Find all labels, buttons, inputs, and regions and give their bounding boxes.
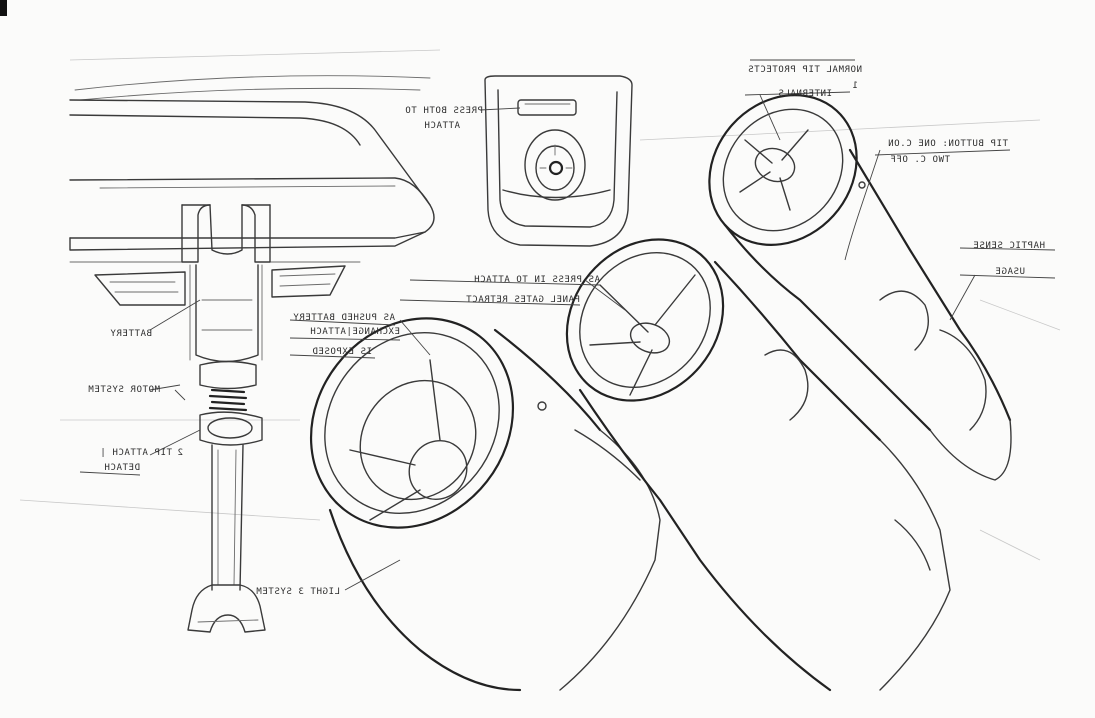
note-press-both-line2: ATTACH bbox=[424, 121, 460, 131]
callout-number-one: 1 bbox=[852, 81, 858, 91]
note-motor-system: MOTOR SYSTEM bbox=[88, 385, 160, 395]
corner-mark bbox=[0, 0, 7, 16]
brush-head-large-sketch bbox=[309, 317, 661, 692]
charging-base-sketch bbox=[69, 75, 435, 306]
note-haptic-line2: USAGE bbox=[995, 267, 1025, 277]
note-tip-attach-line2: DETACH bbox=[104, 463, 140, 473]
brush-head-small-sketch bbox=[708, 94, 1012, 481]
note-haptic-line1: HAPTIC SENSE bbox=[973, 241, 1045, 251]
note-battery: BATTERY bbox=[110, 329, 152, 339]
dock-connector-sketch bbox=[484, 75, 633, 247]
note-press-in-line2: PANEL GATES RETRACT bbox=[466, 295, 580, 305]
note-tip-button-line1: TIP BUTTON: ONE C.ON bbox=[888, 139, 1008, 149]
note-as-pushed-line3: IS EXPOSED bbox=[312, 347, 372, 357]
note-as-pushed-line2: EXCHANGE|ATTACH bbox=[310, 327, 400, 337]
note-press-in-line1: AS PRESS IN TO ATTACH bbox=[474, 275, 600, 285]
note-press-both-line1: PRESS BOTH TO bbox=[405, 106, 483, 116]
note-as-pushed-line1: AS PUSHED BATTERY bbox=[293, 313, 395, 323]
brush-head-mid-sketch bbox=[565, 238, 951, 692]
annotations: PRESS BOTH TO ATTACH NORMAL TIP PROTECTS… bbox=[88, 65, 1045, 597]
note-light-system: LIGHT 3 SYSTEM bbox=[256, 587, 340, 597]
note-tip-attach-line1: TIP ATTACH | bbox=[100, 448, 172, 458]
note-normal-tip-line1: NORMAL TIP PROTECTS bbox=[748, 65, 862, 75]
construction-lines bbox=[19, 49, 1061, 561]
cradle-cutaway-sketch bbox=[181, 204, 271, 633]
note-tip-button-line2: TWO C. OFF bbox=[890, 155, 950, 165]
leader-lines bbox=[79, 59, 1056, 591]
callout-number-two: 2 bbox=[177, 448, 183, 458]
note-normal-tip-line2: INTERNALS bbox=[778, 89, 832, 99]
